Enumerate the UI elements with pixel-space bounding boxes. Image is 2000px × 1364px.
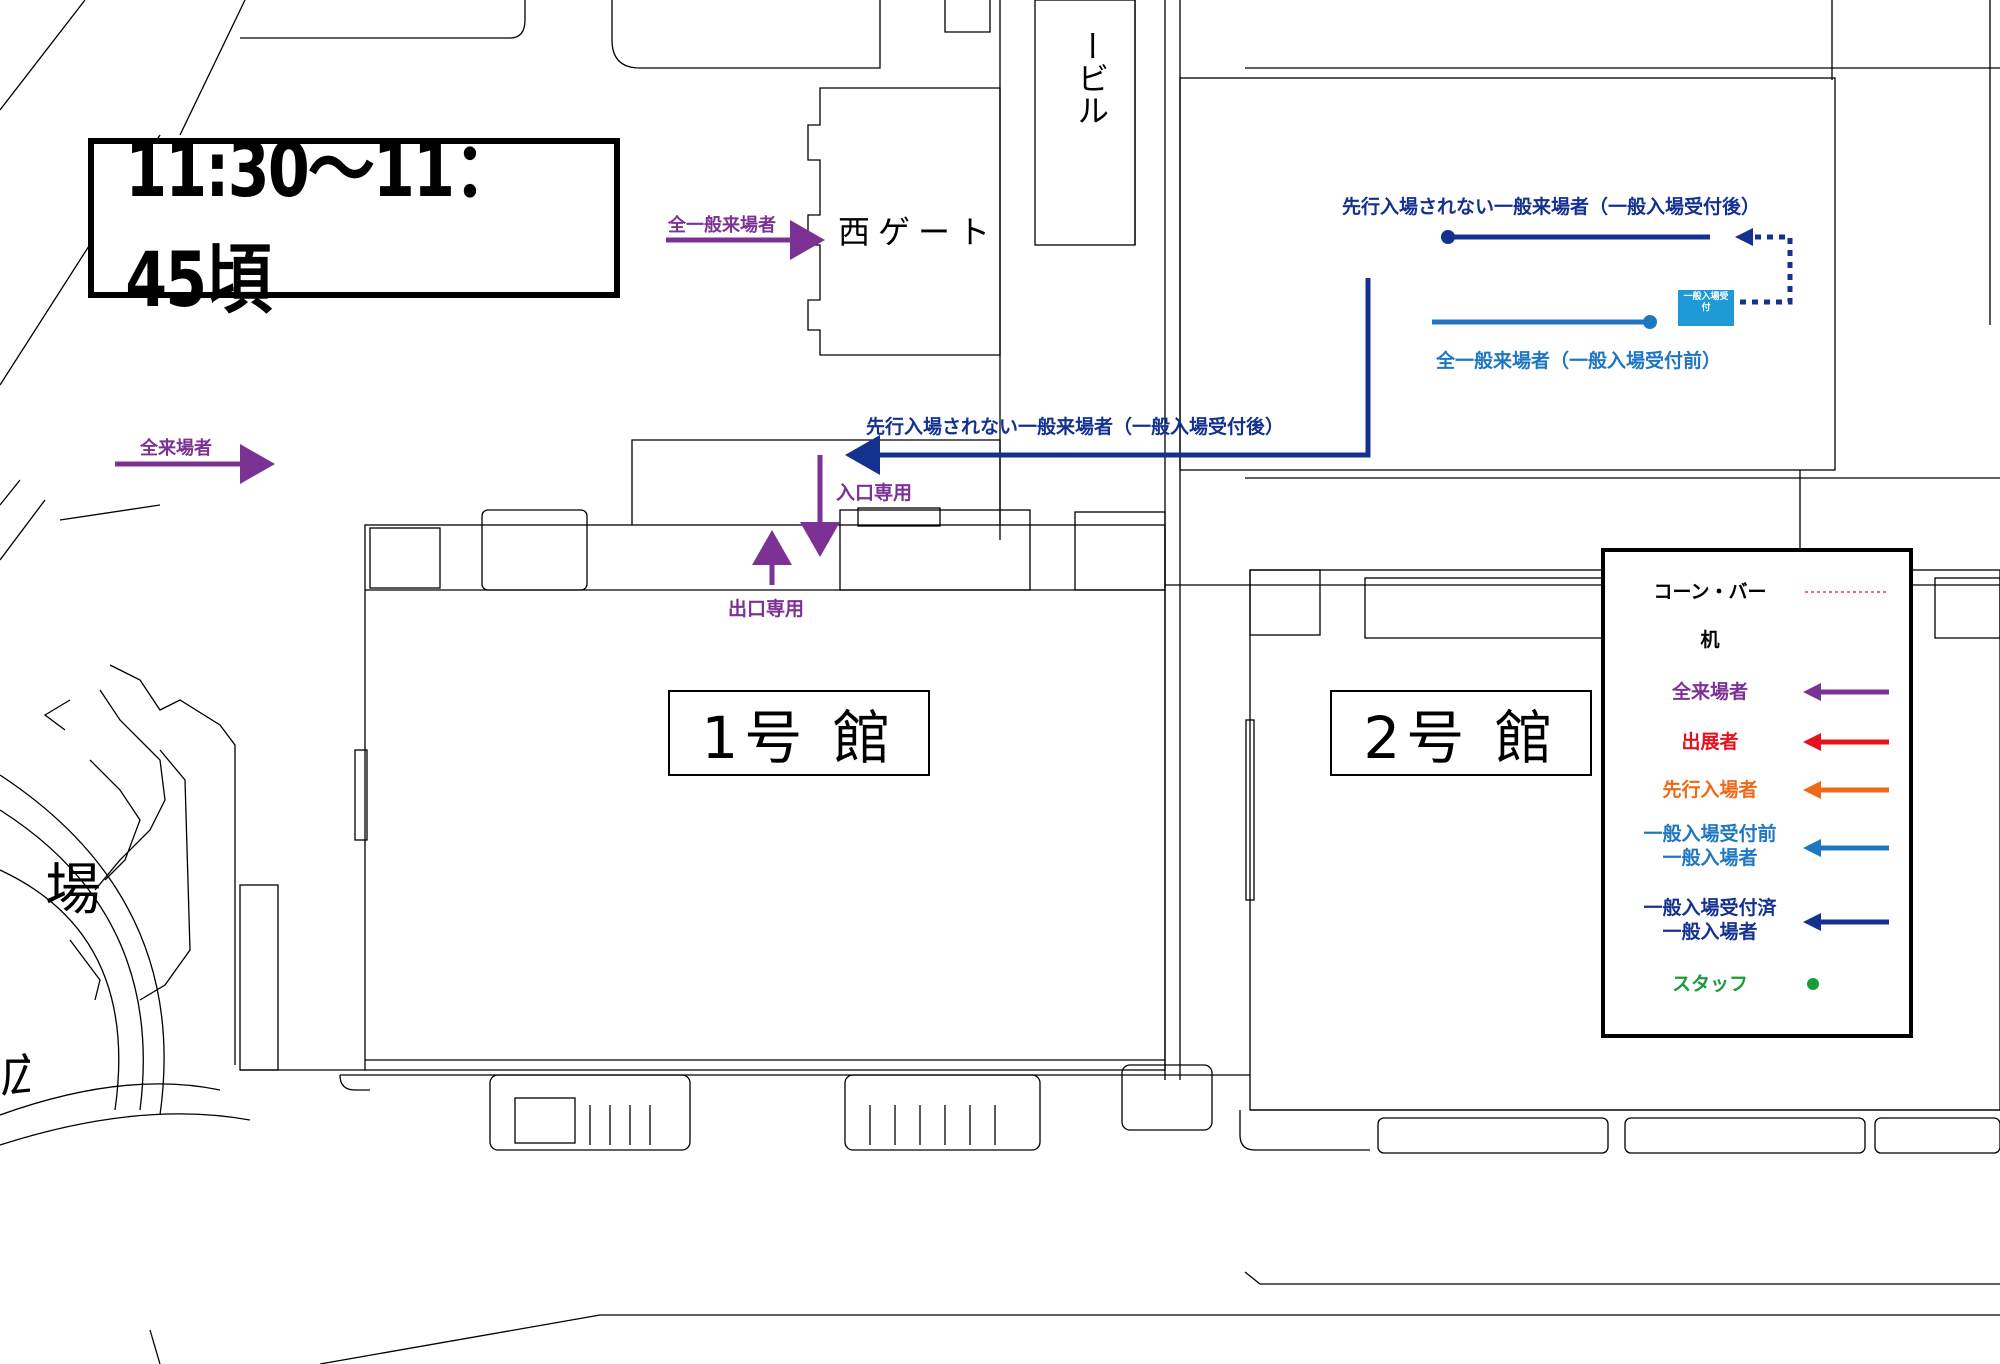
legend-item-label: 出展者 — [1681, 731, 1739, 753]
west-gate-label: 西ゲート — [838, 213, 999, 251]
legend-item: 出展者 — [1605, 730, 1909, 754]
legend-item: 全来場者 — [1605, 680, 1909, 704]
legend-arrow-icon — [1803, 839, 1889, 857]
legend-item: 一般入場受付済 一般入場者 — [1605, 896, 1909, 948]
legend-item-label: スタッフ — [1671, 973, 1748, 995]
cone-bar-dotted-line — [1805, 591, 1887, 593]
staff-dot-icon — [1807, 978, 1819, 990]
legend-item: スタッフ — [1605, 972, 1909, 996]
entrance-only-label: 入口専用 — [836, 482, 913, 504]
time-range-box: 11:30〜11：45頃 — [88, 125, 620, 324]
legend-arrow-icon — [1803, 913, 1889, 931]
legend-item-label: 先行入場者 — [1662, 779, 1758, 801]
legend-item: コーン・バー — [1605, 580, 1909, 604]
venue-label: 場 — [45, 858, 101, 923]
legend-item: 机 — [1605, 628, 1909, 652]
legend-item: 一般入場受付前 一般入場者 — [1605, 822, 1909, 874]
route-label-after-reception-top: 先行入場されない一般来場者（一般入場受付後） — [1342, 196, 1761, 218]
legend-arrow-icon — [1803, 781, 1889, 799]
reception-sign: 一般入場受付 — [1683, 292, 1729, 313]
legend-item: 先行入場者 — [1605, 778, 1909, 802]
route-label-all-visitors: 全来場者 — [140, 438, 212, 459]
legend-arrow-icon — [1803, 683, 1889, 701]
route-label-after-reception-mid: 先行入場されない一般来場者（一般入場受付後） — [866, 416, 1285, 438]
exit-only-label: 出口専用 — [728, 598, 805, 620]
hall-1-label: 1号 館 — [668, 690, 930, 776]
legend-item-label: 一般入場受付前 一般入場者 — [1643, 823, 1777, 869]
map-legend: コーン・バー机全来場者出展者先行入場者一般入場受付前 一般入場者一般入場受付済 … — [1601, 548, 1913, 1038]
route-arrows — [115, 220, 1793, 585]
venue-label-2: 広 — [0, 1049, 30, 1103]
route-label-before-reception: 全一般来場者（一般入場受付前） — [1436, 350, 1722, 372]
hall-2-label: 2号 館 — [1330, 690, 1592, 776]
time-range-title: 11:30〜11：45頃 — [125, 125, 520, 324]
legend-arrow-icon — [1803, 733, 1889, 751]
building-label: ービル — [1072, 30, 1110, 126]
legend-item-label: コーン・バー — [1653, 581, 1767, 603]
legend-item-label: 一般入場受付済 一般入場者 — [1643, 897, 1777, 943]
route-label-all-general: 全一般来場者 — [668, 215, 776, 236]
legend-item-label: 机 — [1700, 629, 1720, 651]
legend-item-label: 全来場者 — [1671, 681, 1748, 703]
